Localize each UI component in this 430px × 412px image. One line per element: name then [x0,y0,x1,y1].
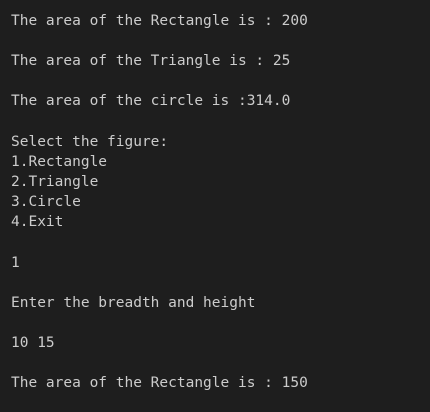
output-line-triangle-area: The area of the Triangle is : 25 [11,53,291,69]
user-input-choice: 1 [11,255,20,271]
menu-option-triangle: 2.Triangle [11,174,99,190]
dimensions-prompt: Enter the breadth and height [11,295,256,311]
output-line-rectangle-result: The area of the Rectangle is : 150 [11,375,308,391]
output-line-rectangle-area: The area of the Rectangle is : 200 [11,13,308,29]
menu-option-exit: 4.Exit [11,214,64,230]
menu-option-rectangle: 1.Rectangle [11,154,108,170]
output-line-circle-area: The area of the circle is :314.0 [11,93,291,109]
menu-prompt: Select the figure: [11,134,169,150]
user-input-dimensions: 10 15 [11,335,55,351]
menu-option-circle: 3.Circle [11,194,81,210]
